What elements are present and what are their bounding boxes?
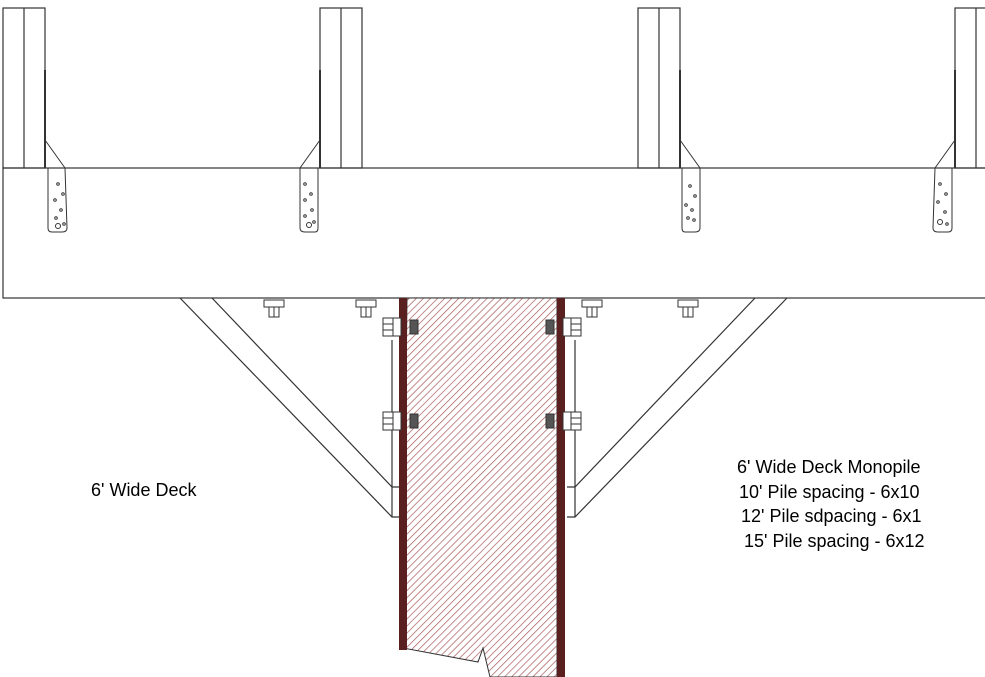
bolt-side-lower-right — [545, 411, 582, 431]
joist-2 — [319, 7, 363, 169]
joist-hanger-4 — [932, 70, 956, 233]
bolt-side-lower-left — [382, 411, 419, 431]
deck-width-label: 6' Wide Deck — [91, 480, 197, 500]
bolt-side-upper-right — [545, 317, 582, 337]
bolt-side-upper-left — [382, 317, 419, 337]
spec-line-12ft: 12' Pile sdpacing - 6x1 — [741, 506, 922, 526]
joist-3 — [637, 7, 681, 169]
joist-hanger-1 — [44, 70, 68, 233]
joist-1 — [2, 7, 46, 169]
bolt-top-4 — [677, 299, 699, 318]
monopile — [402, 297, 558, 677]
bolt-top-2 — [355, 299, 377, 318]
spec-title: 6' Wide Deck Monopile — [737, 457, 921, 477]
joist-hanger-2 — [299, 70, 321, 233]
joist-hanger-3 — [679, 70, 701, 233]
spec-line-15ft: 15' Pile spacing - 6x12 — [744, 531, 925, 551]
bolt-top-3 — [581, 299, 603, 318]
pile-plate-right — [557, 298, 565, 677]
pile-plate-left — [399, 298, 407, 650]
bolt-top-1 — [263, 299, 285, 318]
spec-block: 6' Wide Deck Monopile 10' Pile spacing -… — [737, 457, 985, 567]
spec-line-10ft: 10' Pile spacing - 6x10 — [739, 482, 920, 502]
joist-4 — [954, 7, 985, 169]
knee-brace-left — [179, 297, 400, 518]
deck-beam — [2, 167, 985, 299]
